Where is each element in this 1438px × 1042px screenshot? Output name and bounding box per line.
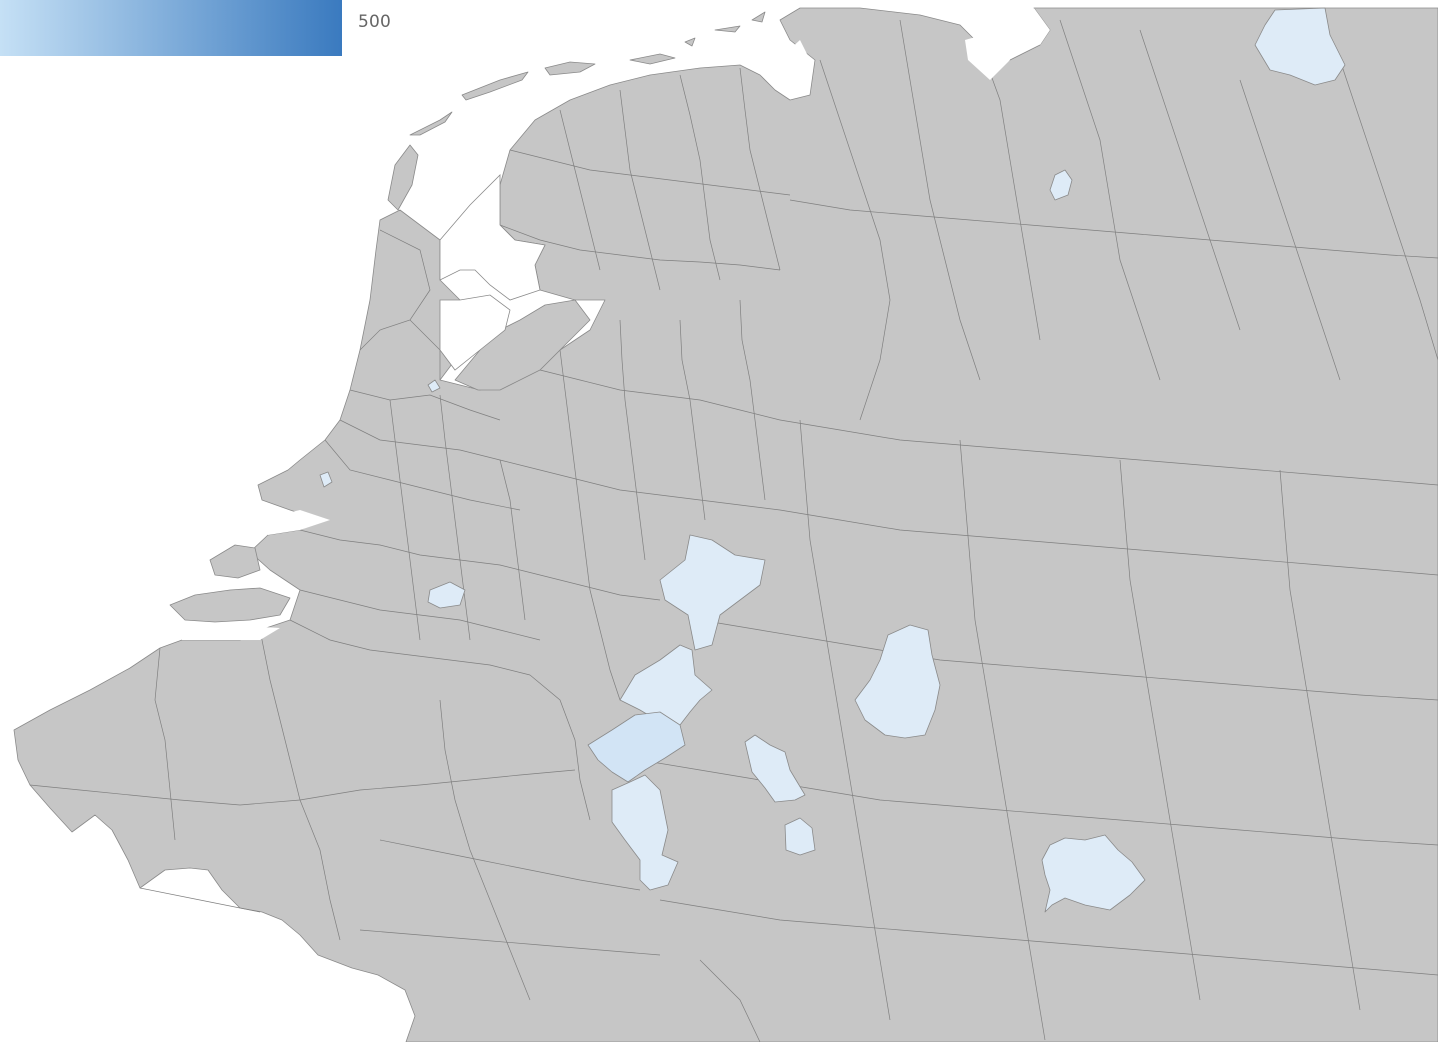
- color-scale-legend: [0, 0, 342, 56]
- island-terschelling: [461, 71, 529, 101]
- island-borkum: [684, 37, 696, 47]
- region-duesseldorf-area[interactable]: [659, 534, 766, 651]
- dollard: [778, 40, 810, 75]
- legend-max-label: 500: [358, 12, 392, 32]
- markermeer: [439, 294, 511, 371]
- municipal-borders: [289, 67, 791, 821]
- island-vlieland: [409, 111, 453, 136]
- zeeland-walcheren: [209, 544, 261, 579]
- rhine-mouth: [258, 510, 330, 535]
- zeeland-islands: [169, 587, 291, 623]
- regional-borders: [29, 19, 1438, 1042]
- land-mass: [13, 7, 1438, 1042]
- region-the-hague[interactable]: [319, 471, 333, 488]
- island-schiermonnikoog: [629, 53, 676, 65]
- highlighted-regions: [319, 7, 1346, 913]
- region-kassel[interactable]: [854, 624, 941, 739]
- jade-bay: [965, 30, 1010, 80]
- region-bremen-area[interactable]: [1049, 169, 1073, 201]
- region-wuerzburg[interactable]: [1041, 834, 1146, 913]
- legend-gradient-bar: [0, 0, 342, 56]
- region-aachen-cologne[interactable]: [587, 711, 686, 783]
- region-haarlem-area[interactable]: [427, 379, 441, 393]
- island-texel: [387, 144, 419, 211]
- island-ameland: [544, 61, 596, 76]
- ijsselmeer: [439, 174, 546, 301]
- region-hamburg[interactable]: [1254, 7, 1346, 86]
- region-limburg-weilburg[interactable]: [784, 817, 816, 856]
- island-east-frisian: [714, 11, 766, 33]
- region-eindhoven-area[interactable]: [427, 581, 466, 609]
- scheldt-mouth: [178, 625, 280, 640]
- elbe-estuary: [1030, 8, 1050, 45]
- region-siegen[interactable]: [744, 734, 806, 803]
- region-bonn[interactable]: [611, 774, 679, 891]
